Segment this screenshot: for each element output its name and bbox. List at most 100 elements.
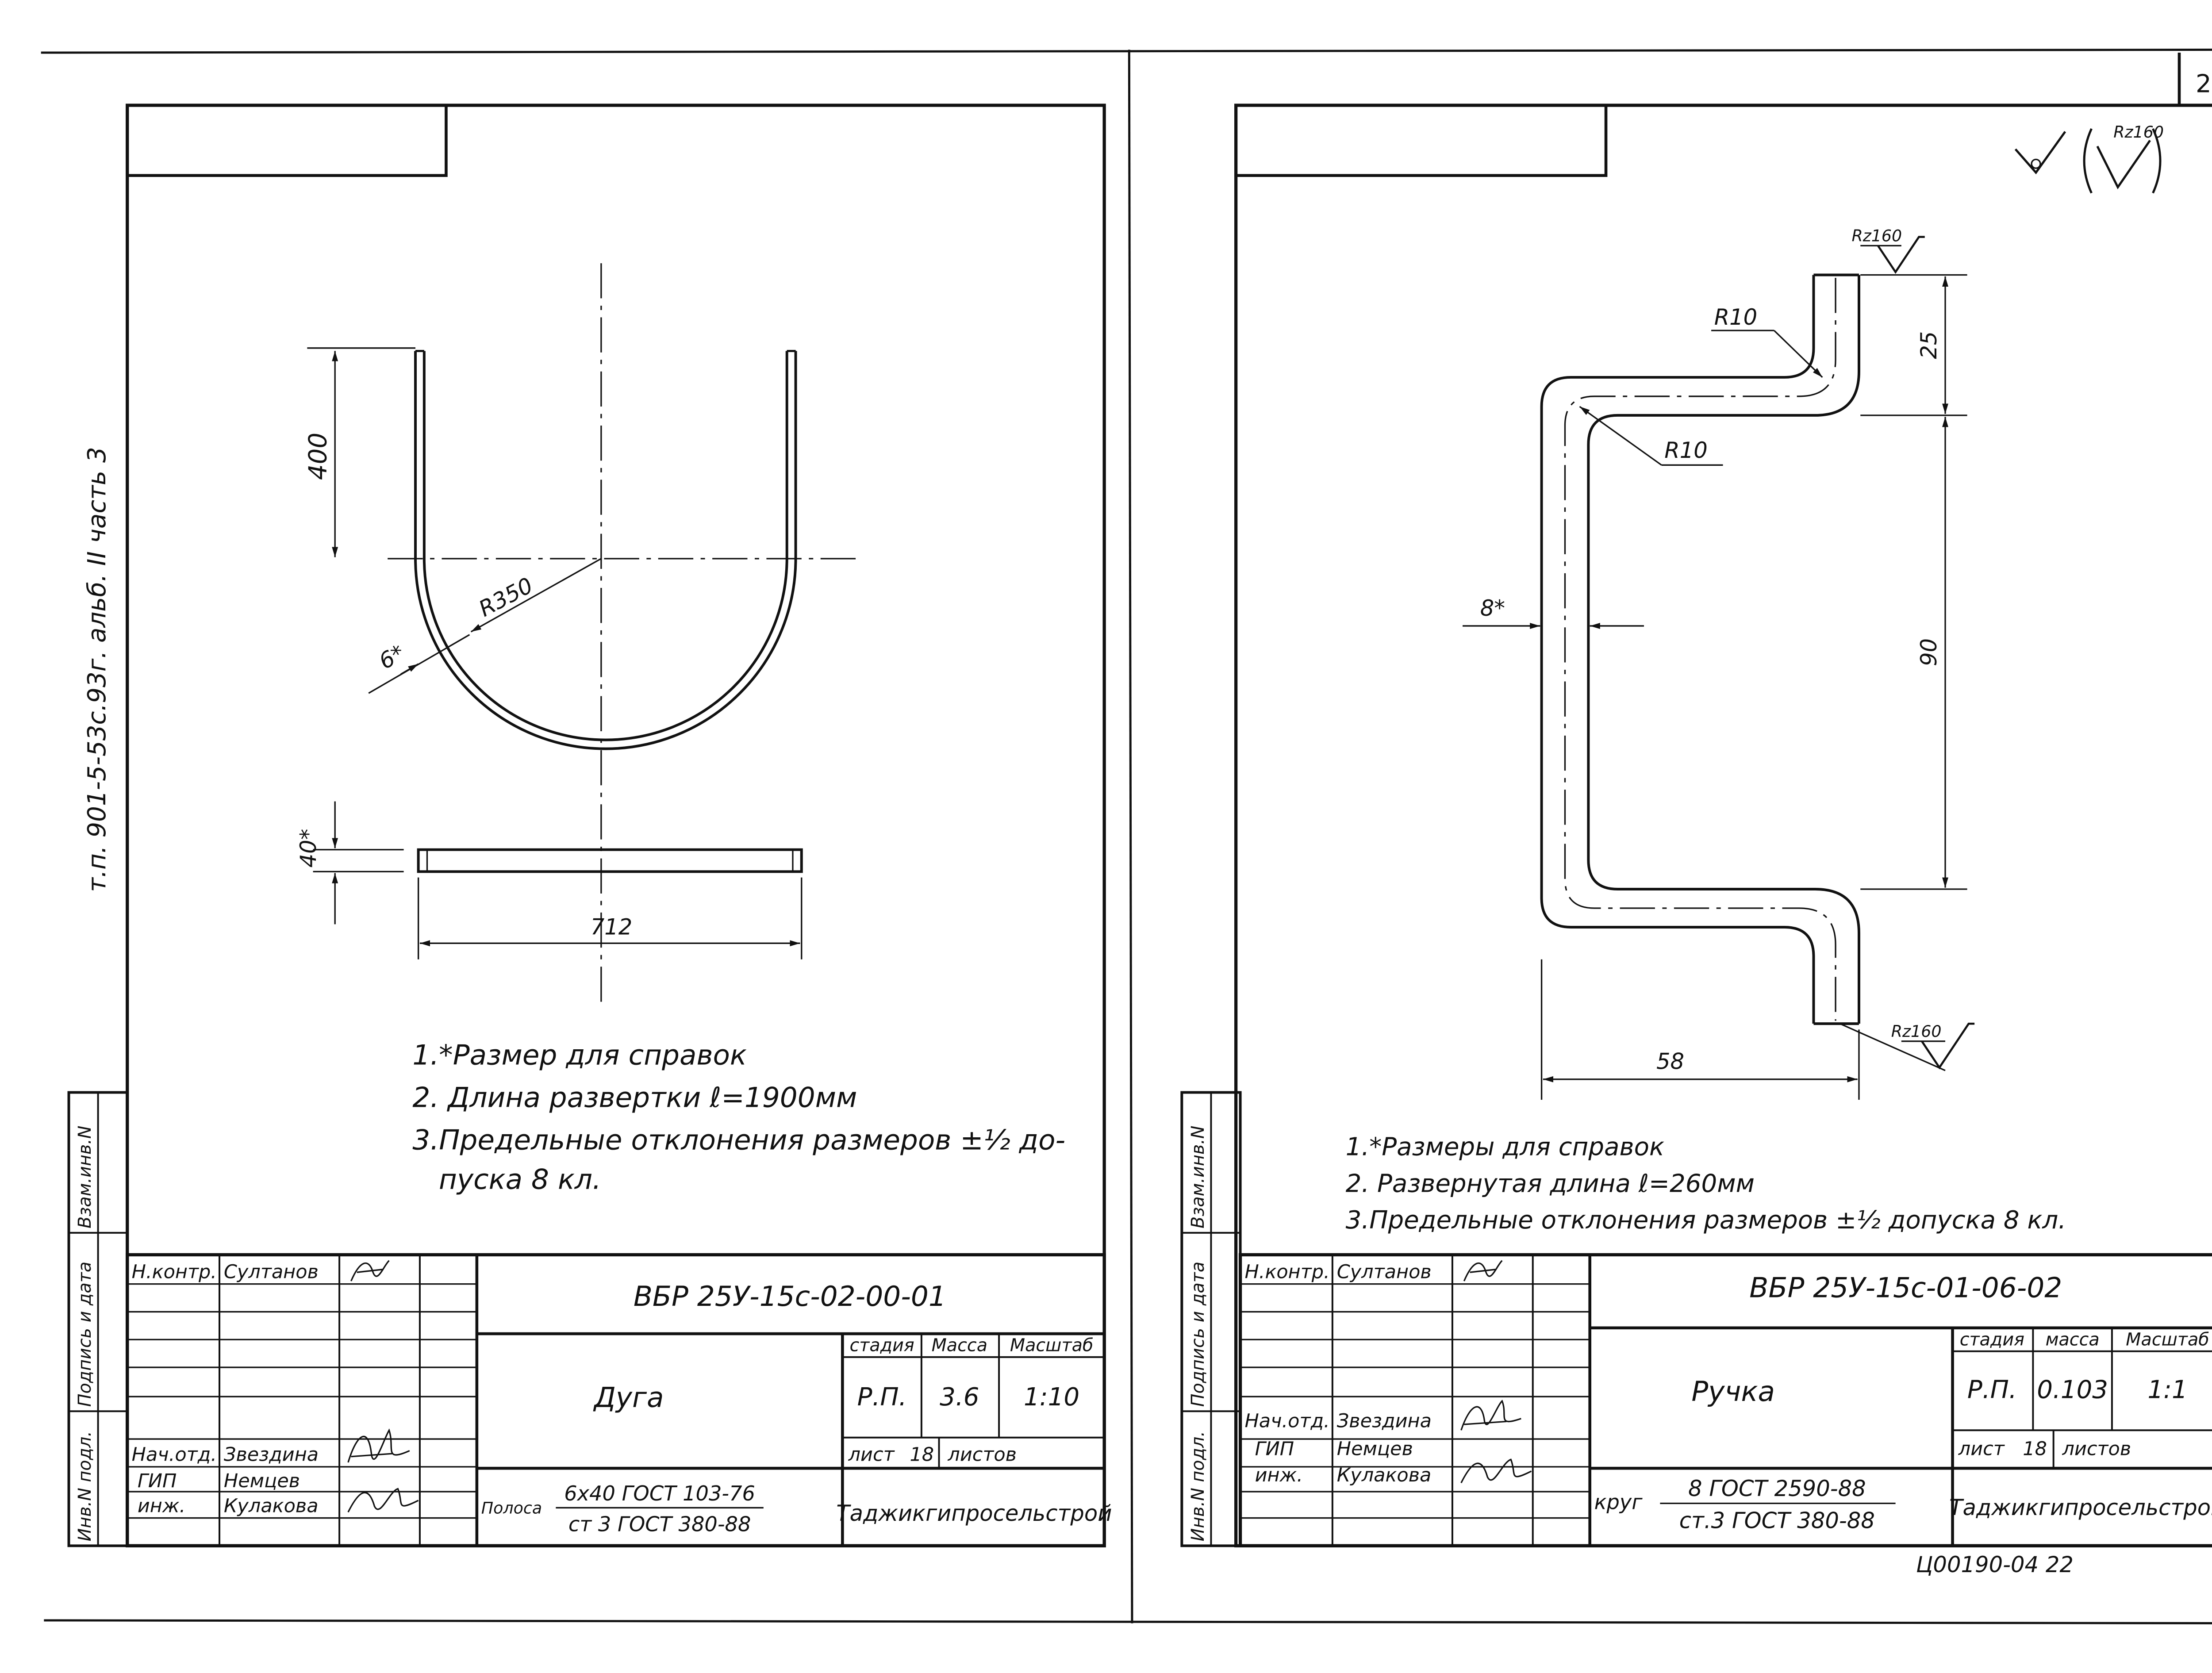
right-roughness-general: Rz160 <box>2014 123 2164 194</box>
right-staff-role-3: ГИП <box>1255 1438 1294 1460</box>
left-staff-role-1: Н.контр. <box>132 1261 217 1283</box>
left-material-bottom: ст 3 ГОСТ 380-88 <box>568 1512 751 1536</box>
dim-25-label: 25 <box>1916 331 1942 359</box>
right-organization: Таджикгипросельстрой <box>1949 1495 2212 1520</box>
left-stage: Р.П. <box>857 1383 907 1412</box>
right-staff-name-4: Кулакова <box>1337 1464 1432 1486</box>
right-part-name: Ручка <box>1691 1375 1775 1408</box>
left-scale-label: Масштаб <box>1010 1335 1093 1356</box>
left-staff-name-1: Султанов <box>224 1261 319 1283</box>
left-title-block: Н.контр. Султанов Нач.отд. Звездина ГИП … <box>126 1253 1112 1548</box>
right-scale-label: Масштаб <box>2126 1329 2209 1350</box>
side-stamp: т.п. 901-5-53с.93г. альб. II часть 3 <box>83 447 111 892</box>
right-roughness-bottom-label: Rz160 <box>1891 1022 1942 1041</box>
right-material-prefix: круг <box>1594 1490 1643 1514</box>
dim-r10-bottom: R10 <box>1579 406 1723 466</box>
dim-712: 712 <box>417 877 803 959</box>
dim-400-label: 400 <box>303 433 332 480</box>
left-side-label-1: Взам.инв.N <box>75 1126 95 1228</box>
left-note-2: 2. Длина развертки ℓ=1900мм <box>412 1082 857 1114</box>
right-doc-code: ВБР 25У-15с-01-06-02 <box>1749 1271 2062 1304</box>
left-note-4: пуска 8 кл. <box>439 1163 601 1196</box>
right-note-2: 2. Развернутая длина ℓ=260мм <box>1346 1169 1755 1198</box>
right-material-top: 8 ГОСТ 2590-88 <box>1688 1476 1866 1501</box>
left-notes: 1.*Размер для справок 2. Длина развертки… <box>412 1039 1065 1196</box>
left-staff-name-3: Немцев <box>224 1470 300 1492</box>
right-stage-label: стадия <box>1960 1329 2024 1350</box>
left-staff-role-3: ГИП <box>138 1470 177 1492</box>
left-frame <box>126 104 1106 1548</box>
left-material-prefix: Полоса <box>481 1499 542 1518</box>
left-part-arc <box>388 263 863 1009</box>
left-sheet: 400 R350 6* 40* <box>67 104 1112 1548</box>
dim-58-label: 58 <box>1656 1049 1684 1074</box>
left-part-strip <box>417 848 803 873</box>
dim-25: 25 <box>1860 274 1967 416</box>
left-side-label-3: Инв.N подл. <box>75 1431 95 1541</box>
left-sheet-label: лист <box>848 1444 895 1466</box>
bottom-code: Ц00190-04 22 <box>1916 1552 2074 1577</box>
left-side-strip: Взам.инв.N Подпись и дата Инв.N подл. <box>67 1091 129 1547</box>
right-mass-label: масса <box>2046 1329 2100 1350</box>
left-signature-1 <box>350 1260 390 1282</box>
right-staff-role-1: Н.контр. <box>1244 1261 1329 1283</box>
left-note-1: 1.*Размер для справок <box>412 1039 747 1071</box>
left-corner-box <box>126 104 448 177</box>
left-sheets-label: листов <box>947 1444 1017 1466</box>
dim-6-label: 6* <box>375 640 409 674</box>
left-staff-role-2: Нач.отд. <box>132 1444 217 1466</box>
left-material-top: 6х40 ГОСТ 103-76 <box>564 1481 755 1505</box>
left-mass-label: Масса <box>932 1335 987 1356</box>
left-sheet-number: 18 <box>910 1444 934 1466</box>
dim-58: 58 <box>1540 959 1860 1100</box>
dim-40: 40* <box>296 801 404 925</box>
left-staff-name-2: Звездина <box>224 1444 319 1466</box>
page-number-box: 21 <box>2177 53 2212 107</box>
right-sheet-number: 18 <box>2023 1438 2047 1460</box>
dim-6: 6* <box>368 634 470 694</box>
right-staff-role-2: Нач.отд. <box>1244 1410 1329 1432</box>
dim-90: 90 <box>1860 417 1967 890</box>
left-organization: Таджикгипросельстрой <box>836 1500 1112 1526</box>
dim-400: 400 <box>303 347 416 557</box>
right-part-handle <box>1540 273 1860 1025</box>
left-part-name: Дуга <box>593 1381 664 1413</box>
right-note-1: 1.*Размеры для справок <box>1346 1133 1664 1162</box>
right-roughness-top-label: Rz160 <box>1851 226 1902 245</box>
right-staff-name-3: Немцев <box>1337 1438 1413 1460</box>
right-corner-box <box>1234 104 1608 177</box>
right-side-label-3: Инв.N подл. <box>1188 1431 1208 1541</box>
left-staff-role-4: инж. <box>138 1495 185 1517</box>
dim-8: 8* <box>1463 595 1644 629</box>
right-mass: 0.103 <box>2037 1375 2108 1404</box>
left-staff-name-4: Кулакова <box>224 1495 319 1517</box>
left-doc-code: ВБР 25У-15с-02-00-01 <box>634 1280 946 1312</box>
right-staff-name-2: Звездина <box>1337 1410 1432 1432</box>
dim-40-label: 40* <box>296 829 321 868</box>
right-side-strip: Взам.инв.N Подпись и дата Инв.N подл. <box>1180 1091 1242 1547</box>
right-note-3: 3.Предельные отклонения размеров ±½ допу… <box>1346 1206 2066 1235</box>
dim-r350-label: R350 <box>475 572 537 622</box>
page-number: 21 <box>2196 69 2212 98</box>
right-notes: 1.*Размеры для справок 2. Развернутая дл… <box>1346 1133 2066 1235</box>
right-title-block: Н.контр. Султанов Нач.отд. Звездина ГИП … <box>1238 1253 2212 1548</box>
right-staff-role-4: инж. <box>1255 1464 1303 1486</box>
dim-r10-top-label: R10 <box>1714 304 1758 330</box>
dim-r350: R350 <box>470 558 602 633</box>
left-signature-3 <box>347 1488 419 1513</box>
right-roughness-general-label: Rz160 <box>2113 123 2164 142</box>
right-side-label-1: Взам.инв.N <box>1188 1126 1208 1228</box>
left-side-label-2: Подпись и дата <box>75 1262 95 1407</box>
right-sheets-label: листов <box>2062 1438 2131 1460</box>
right-roughness-bottom: Rz160 <box>1839 1022 1975 1071</box>
dim-90-label: 90 <box>1916 638 1942 666</box>
right-stage: Р.П. <box>1967 1375 2017 1404</box>
dim-r10-bottom-label: R10 <box>1664 437 1708 463</box>
dim-r10-top: R10 <box>1711 304 1823 378</box>
sheet-frame <box>41 48 2212 1624</box>
right-material-bottom: ст.3 ГОСТ 380-88 <box>1679 1508 1875 1534</box>
right-roughness-top: Rz160 <box>1851 226 1925 274</box>
left-scale: 1:10 <box>1024 1383 1079 1412</box>
left-stage-label: стадия <box>849 1335 914 1356</box>
